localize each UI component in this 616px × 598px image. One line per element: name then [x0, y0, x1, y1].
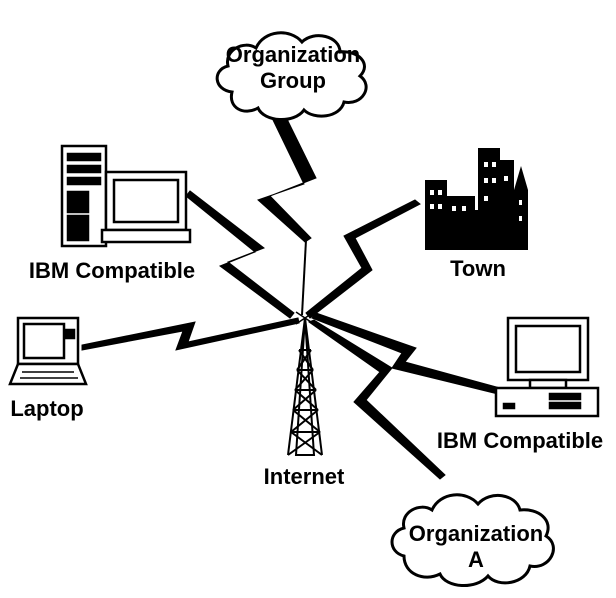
desktop-computer-icon	[494, 316, 600, 418]
node-label-org-a-line1: Organization	[409, 521, 543, 546]
connections	[81, 114, 501, 480]
node-label-ibm-1: IBM Compatible	[29, 258, 195, 283]
connection-laptop	[81, 317, 300, 351]
cloud-icon	[215, 31, 368, 121]
connection-org-group	[257, 114, 317, 243]
connection-town	[305, 199, 421, 319]
connection-ibm-1	[185, 190, 295, 319]
connection-ibm-2	[311, 312, 501, 395]
node-label-org-group-line1: Organization	[226, 42, 360, 67]
desktop-tower-computer-icon	[60, 144, 192, 248]
node-label-laptop: Laptop	[10, 396, 83, 421]
node-label-org-a-line2: A	[468, 547, 484, 572]
node-label-internet: Internet	[264, 464, 345, 489]
radio-tower-icon	[287, 311, 323, 456]
cloud-icon	[390, 493, 555, 587]
node-label-town: Town	[450, 256, 506, 281]
node-label-ibm-2: IBM Compatible	[437, 428, 603, 453]
connection-org-a	[307, 319, 446, 480]
city-skyline-icon	[425, 148, 528, 250]
node-label-org-group-line2: Group	[260, 68, 326, 93]
laptop-icon	[8, 316, 88, 386]
